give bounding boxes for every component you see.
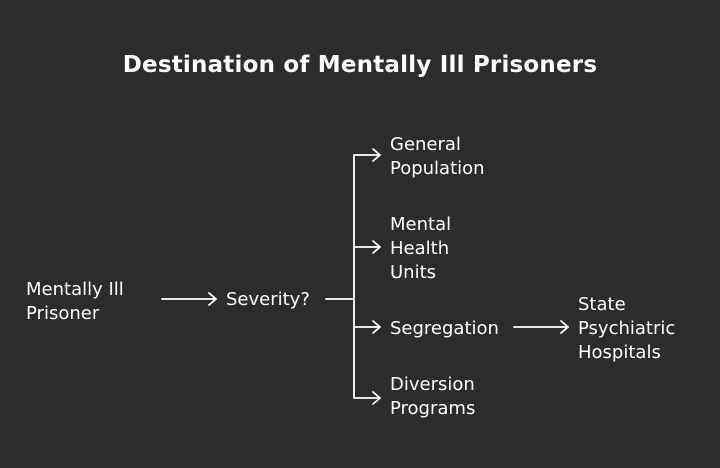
node-state-psychiatric-hospitals: State Psychiatric Hospitals (578, 294, 676, 363)
arrowhead-diversion-programs (372, 391, 381, 405)
node-mental-health-units: Mental Health Units (390, 214, 452, 283)
diagram-title: Destination of Mentally Ill Prisoners (122, 52, 598, 78)
node-mentally-ill-prisoner: Mentally Ill Prisoner (26, 279, 124, 324)
arrowhead-hospitals (560, 320, 569, 334)
arrowhead-segregation (372, 320, 381, 334)
arrowhead-severity (208, 292, 217, 306)
arrowhead-mental-health-units (372, 240, 381, 254)
node-segregation: Segregation (390, 318, 499, 339)
node-diversion-programs: Diversion Programs (390, 374, 476, 419)
arrowhead-general-population (372, 148, 381, 162)
node-severity: Severity? (226, 289, 310, 310)
node-general-population: General Population (390, 134, 485, 179)
